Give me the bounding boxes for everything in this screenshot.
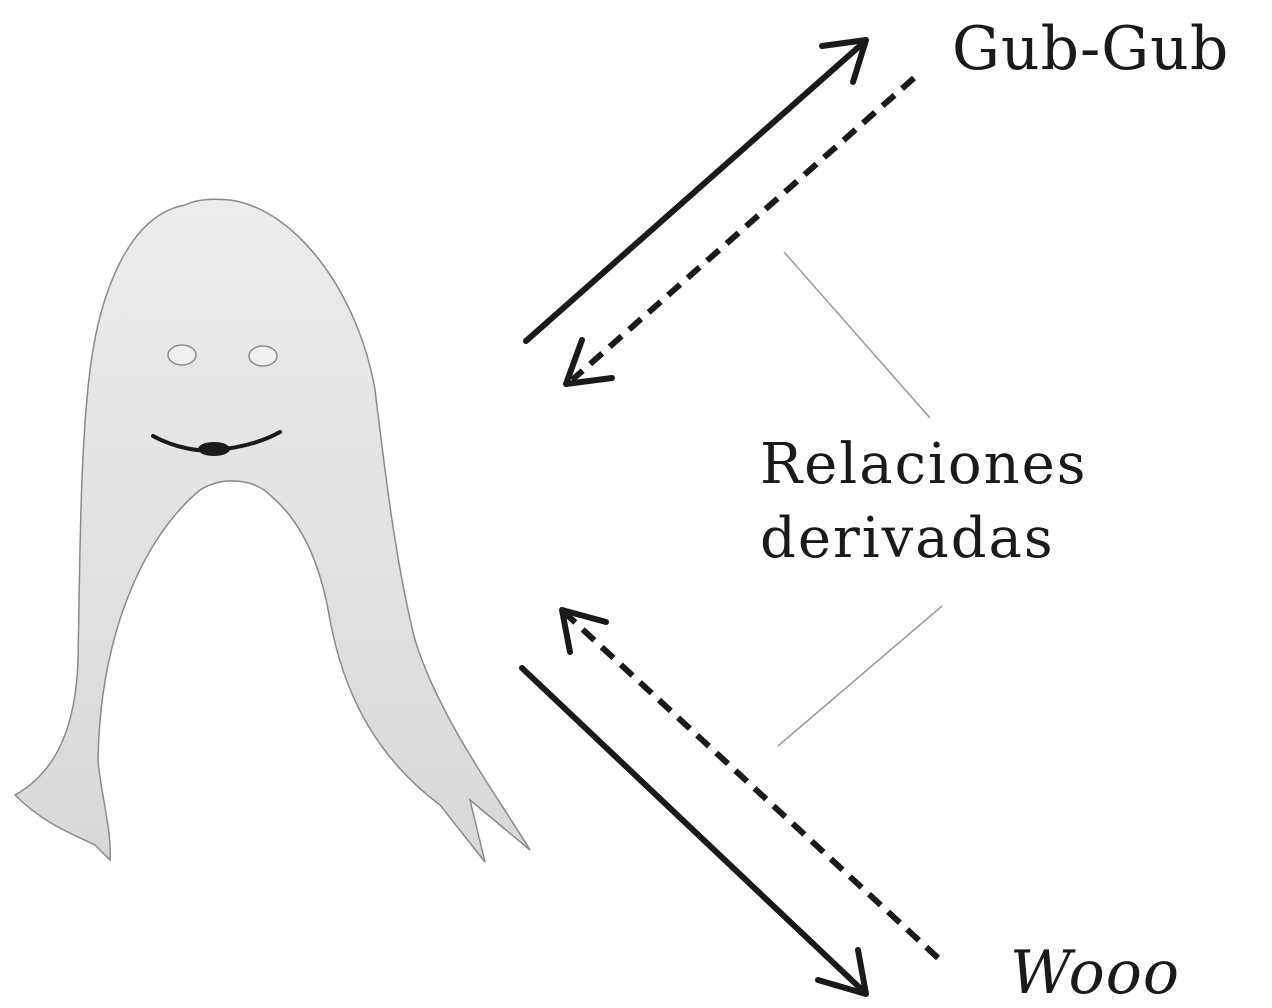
dashed-arrow-from-gubgub (566, 78, 914, 384)
dashed-arrow-from-wooo (562, 610, 938, 958)
leader-line-bottom (778, 606, 942, 746)
label-wooo: Wooo (1010, 938, 1180, 1008)
label-derived-relations-line1: Relaciones (760, 428, 1088, 502)
solid-arrow-to-wooo (522, 668, 866, 994)
ghost-right-eye (249, 346, 277, 366)
ghost-figure (15, 199, 530, 862)
label-gub-gub: Gub-Gub (952, 14, 1229, 84)
label-derived-relations: Relaciones derivadas (760, 428, 1088, 576)
leader-line-top (784, 252, 930, 418)
ghost-body (15, 199, 530, 862)
solid-arrow-to-gubgub (526, 40, 866, 341)
ghost-left-eye (168, 345, 196, 365)
ghost-mouth-dot (198, 442, 230, 456)
label-derived-relations-line2: derivadas (760, 502, 1088, 576)
